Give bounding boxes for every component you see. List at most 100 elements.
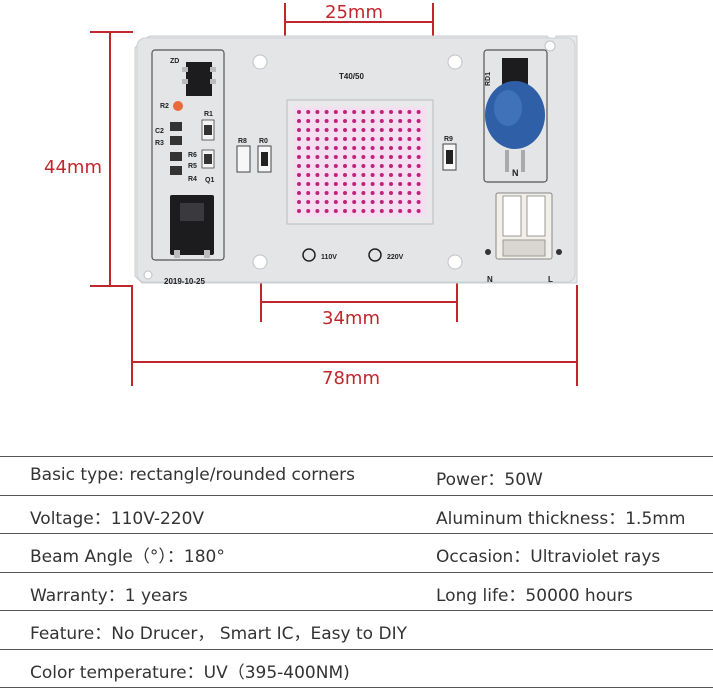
led-dot [297,128,301,132]
led-dot [361,173,365,177]
dim-label-bottom: 78mm [322,368,380,389]
led-dot [352,191,356,195]
mount-hole [253,55,267,69]
product-diagram: T40/50 2019-10-25 110V 220V N L R8 R0 R9… [0,0,713,400]
led-dot [297,173,301,177]
led-dot [343,110,347,114]
led-dot [325,164,329,168]
led-dot [398,209,402,213]
led-dot [361,164,365,168]
led-dot [389,128,393,132]
led-dot [306,119,310,123]
spec-row: Warranty：1 years Long life：50000 hours [0,573,713,612]
label-r8: R8 [238,138,247,145]
spec-left: Voltage：110V-220V [30,504,204,529]
led-dot [297,119,301,123]
label-n: N [487,275,493,284]
dim-label-middle: 34mm [322,308,380,329]
board-date-label: 2019-10-25 [164,277,205,286]
led-dot [389,146,393,150]
led-dot [389,191,393,195]
spec-left: Warranty：1 years [30,581,188,606]
led-dot [352,173,356,177]
led-dot [361,146,365,150]
led-dot [380,173,384,177]
spec-right: Aluminum thickness：1.5mm [436,504,685,529]
led-dot [306,155,310,159]
led-dot [380,137,384,141]
spec-table: Basic type: rectangle/rounded corners Po… [0,456,713,688]
spec-row: Basic type: rectangle/rounded corners Po… [0,456,713,496]
led-dot [315,110,319,114]
label-zd: ZD [170,58,179,65]
label-q1: Q1 [205,177,214,184]
led-dot [306,110,310,114]
led-dot [315,137,319,141]
mount-hole [448,55,462,69]
led-dot [398,128,402,132]
led-dot [407,137,411,141]
led-dot [352,110,356,114]
led-dot [352,209,356,213]
led-dot [297,200,301,204]
led-dot [417,209,421,213]
led-dot [407,200,411,204]
led-dot [352,119,356,123]
led-dot [297,182,301,186]
mount-hole [253,255,267,269]
led-dot [343,119,347,123]
mount-hole [545,41,555,51]
spec-left: Feature：No Drucer， Smart IC，Easy to DIY [30,619,407,644]
led-dot [306,182,310,186]
led-dot [334,119,338,123]
spec-left: Beam Angle（°）：180° [30,542,225,567]
led-dot [334,146,338,150]
led-dot [306,137,310,141]
led-dot [407,110,411,114]
led-dot [361,155,365,159]
dim-label-top: 25mm [325,2,383,23]
led-dot [343,191,347,195]
led-dot [343,182,347,186]
label-l: L [548,275,553,284]
led-dot [306,173,310,177]
led-dot [343,200,347,204]
pcb-board: T40/50 2019-10-25 110V 220V N L R8 R0 R9… [135,36,577,286]
led-dot [361,191,365,195]
spec-left: Color temperature：UV（395-400NM) [30,658,350,683]
led-dot [389,110,393,114]
led-dot [361,200,365,204]
led-dot [407,191,411,195]
led-dot [315,182,319,186]
led-dot [398,137,402,141]
led-dot [361,110,365,114]
led-dot [343,173,347,177]
label-r2: R2 [160,103,169,110]
led-dot [352,164,356,168]
led-dot [306,191,310,195]
led-dot [325,110,329,114]
led-dot [315,119,319,123]
led-dot [315,164,319,168]
led-dot [334,182,338,186]
led-dot [417,146,421,150]
led-dot [343,128,347,132]
mount-hole [144,271,152,279]
led-dot [325,119,329,123]
led-dot [306,209,310,213]
led-dot [371,164,375,168]
led-dot [417,173,421,177]
led-dot [371,110,375,114]
led-dot [398,155,402,159]
led-dot [297,209,301,213]
led-dot [398,164,402,168]
led-dot [325,128,329,132]
led-dot [361,119,365,123]
led-dot [334,191,338,195]
led-dot [352,146,356,150]
led-dot [380,191,384,195]
led-dot [371,191,375,195]
led-dot [371,119,375,123]
spec-row: Feature：No Drucer， Smart IC，Easy to DIY [0,611,713,650]
led-dot [297,155,301,159]
